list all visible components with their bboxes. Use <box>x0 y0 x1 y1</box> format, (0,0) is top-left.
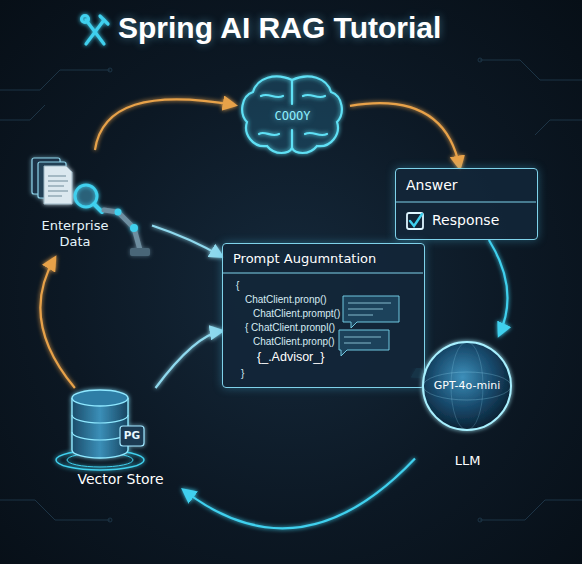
decor-shape <box>100 16 108 24</box>
decor-shape <box>396 202 536 203</box>
node-label: Enterprise Data <box>35 218 115 249</box>
brain-node: COOOY <box>235 68 350 163</box>
decor-shape <box>478 58 482 62</box>
decor-shape <box>348 303 391 315</box>
decor-shape <box>410 214 422 226</box>
decor-shape <box>339 296 399 356</box>
flow-arrow <box>156 331 222 388</box>
node-label: LLM <box>415 453 520 469</box>
decor-shape <box>407 213 423 229</box>
decor-shape <box>0 70 110 90</box>
box-heading: Answer <box>406 177 526 194</box>
circuit-traces <box>0 58 582 522</box>
decor-shape <box>535 120 582 135</box>
title-icon <box>82 16 109 45</box>
decor-shape <box>242 76 342 153</box>
decor-shape <box>104 210 140 250</box>
code-line: { ChatClient.pronpl() <box>245 322 335 334</box>
decor-shape <box>32 158 150 256</box>
decor-shape <box>56 390 144 470</box>
code-line: ChatClient.prompt() <box>253 308 340 320</box>
enterprise-data-node: Enterprise Data <box>22 150 152 258</box>
decor-shape <box>0 500 110 520</box>
flow-arrow <box>152 225 222 256</box>
brain-lettering: COOOY <box>257 109 328 123</box>
decor-shape <box>108 68 112 72</box>
answer-box: AnswerResponse <box>395 168 538 240</box>
decor-shape <box>478 518 482 522</box>
llm-node: GPT-4o-miniLLM <box>415 335 520 471</box>
code-line: ChatClient.pronp() <box>253 336 335 348</box>
decor-shape <box>423 372 511 400</box>
decor-shape <box>48 176 68 196</box>
decor-shape <box>223 273 423 274</box>
decor-shape <box>423 342 511 430</box>
decor-shape <box>94 204 102 212</box>
flow-arrow <box>350 103 460 168</box>
code-line: { <box>236 280 239 292</box>
decor-shape <box>130 224 138 232</box>
box-heading: Prompt Augumntation <box>233 251 376 267</box>
decor-shape <box>44 166 72 204</box>
decor-shape <box>115 209 122 216</box>
decor-shape <box>108 518 112 522</box>
decor-shape <box>86 20 104 44</box>
decor-shape <box>82 16 89 23</box>
code-line: } <box>241 368 244 380</box>
decor-shape <box>242 76 342 153</box>
flow-arrow <box>184 458 415 528</box>
flow-arrow <box>40 258 74 388</box>
decor-shape <box>120 426 144 446</box>
decor-shape <box>343 296 399 328</box>
flow-arrow <box>489 240 508 335</box>
prompt-augmentation-box: Prompt Augumntation { ChatClient.pronp() Ch… <box>222 243 425 388</box>
diagram-title: Spring AI RAG Tutorial <box>118 11 441 45</box>
decor-shape <box>130 248 150 256</box>
code-line: ChatClient.pronp() <box>245 294 327 306</box>
vector-store-node: PG Vector Store <box>50 388 185 490</box>
decor-shape <box>86 20 104 44</box>
advisor-code: {_.Advisor_} <box>257 350 324 365</box>
decor-shape <box>72 390 128 406</box>
pg-badge-text: PG <box>120 429 144 442</box>
decor-shape <box>344 303 391 343</box>
flow-arrow <box>95 99 235 150</box>
decor-shape <box>480 60 582 80</box>
response-label: Response <box>432 212 532 229</box>
decor-shape <box>0 105 45 120</box>
model-name: GPT-4o-mini <box>422 379 512 392</box>
decor-shape <box>480 500 582 520</box>
llm-sphere <box>415 335 520 471</box>
decor-shape <box>339 330 389 356</box>
decor-shape <box>344 337 381 343</box>
node-label: Vector Store <box>58 471 183 488</box>
